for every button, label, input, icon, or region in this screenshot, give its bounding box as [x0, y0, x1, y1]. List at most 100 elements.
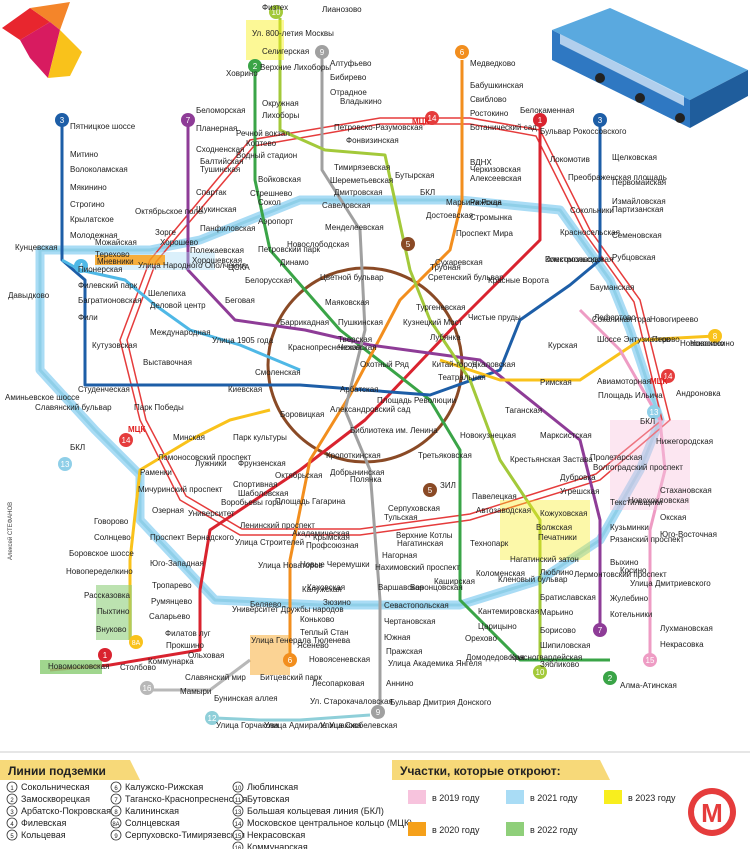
- station-label: Лухмановская: [660, 624, 713, 633]
- station-label: Площадь Революции: [377, 396, 456, 405]
- station-label: Крестьянская Застава: [510, 455, 593, 464]
- line-badge-4: [74, 259, 88, 273]
- station-label: Румянцево: [151, 597, 193, 606]
- line-badge-14-west-text: 14: [122, 436, 131, 445]
- station-label: Шипиловская: [540, 641, 590, 650]
- station-label: Трубная: [430, 263, 461, 272]
- station-label: Бульвар Дмитрия Донского: [390, 698, 492, 707]
- station-label: Верхние Котлы: [396, 531, 453, 540]
- station-label: Новомосковская: [48, 662, 109, 671]
- station-label: Балтийская: [200, 157, 243, 166]
- station-label: Дубровка: [560, 473, 596, 482]
- line-badge-1-south-text: 1: [103, 651, 108, 660]
- line-badge-8: [708, 329, 722, 343]
- station-label: Сходненская: [196, 145, 244, 154]
- station-label: Добрынинская: [330, 468, 385, 477]
- station-label: Комсомольская: [545, 255, 603, 264]
- legend-line-number: 15: [235, 834, 242, 840]
- legend-line-name: Некрасовская: [247, 830, 305, 840]
- station-label: Верхние Лихоборы: [260, 63, 331, 72]
- station-label: Кожуховская: [540, 509, 587, 518]
- legend-line-number-circle: [110, 805, 122, 817]
- station-label: Каширская: [434, 577, 475, 586]
- station-label: Боровицкая: [280, 410, 324, 419]
- station-label: Нагорная: [382, 551, 417, 560]
- legend-line-name: Люблинская: [247, 782, 298, 792]
- station-label: Окружная: [262, 99, 299, 108]
- station-label: Беломорская: [196, 106, 246, 115]
- legend-line-number: 13: [235, 810, 242, 816]
- line-badge-9-south-text: 9: [376, 708, 381, 717]
- station-label: ВДНХ: [470, 158, 492, 167]
- legend-line-number-circle: [232, 793, 244, 805]
- station-label: Библиотека им. Ленина: [350, 426, 438, 435]
- station-label: Терехово: [95, 250, 130, 259]
- station-label: Филевский парк: [78, 281, 138, 290]
- station-label: Первомайская: [612, 178, 666, 187]
- line-badge-4-text: 4: [79, 262, 84, 271]
- station-label: Внуково: [96, 625, 127, 634]
- station-label: Красносельская: [560, 228, 620, 237]
- station-label: Белорусская: [245, 276, 292, 285]
- legend-line-number: 8A: [112, 822, 119, 828]
- line-badge-14-north: [425, 111, 439, 125]
- station-label: Андроновка: [676, 389, 721, 398]
- station-label: Бутырская: [395, 171, 434, 180]
- station-label: Текстильщики: [610, 498, 662, 507]
- station-label: Рижская: [470, 198, 502, 207]
- legend-line-number-circle: [232, 841, 244, 849]
- station-label: Хорошевская: [192, 256, 242, 265]
- station-label: Пролетарская: [590, 453, 642, 462]
- legend-year-swatch: [408, 822, 426, 836]
- station-label: Каховская: [307, 583, 345, 592]
- line-badge-1-north-text: 1: [538, 116, 543, 125]
- line-badge-6-text: 6: [460, 48, 465, 57]
- station-label: Люблино: [540, 568, 574, 577]
- station-label: Давыдково: [8, 291, 50, 300]
- line-badge-13-east-text: 13: [650, 408, 659, 417]
- station-label: Парк культуры: [233, 433, 287, 442]
- station-label: Серпуховская: [388, 504, 440, 513]
- mck-label-east: МЦК: [650, 377, 668, 386]
- station-label: Нагатинская: [397, 539, 443, 548]
- legend-line-number-circle: [110, 817, 122, 829]
- line-badge-15-text: 15: [646, 656, 655, 665]
- station-label: Тверская: [338, 335, 372, 344]
- station-label: Сретенский бульвар: [428, 273, 504, 282]
- station-label: Нагатинский затон: [510, 555, 579, 564]
- station-label: Октябрьская: [275, 471, 322, 480]
- line-badge-14-east-text: 14: [664, 372, 673, 381]
- station-label: Стрешнево: [250, 189, 293, 198]
- station-label: Александровский сад: [330, 405, 411, 414]
- station-label: Улица Новаторов: [258, 561, 323, 570]
- station-label: Спортивная: [233, 480, 277, 489]
- legend-line-name: Солнцевская: [125, 818, 180, 828]
- station-label: Университет: [188, 509, 235, 518]
- station-label: Марксистская: [540, 431, 592, 440]
- station-label: Мневники: [97, 257, 134, 266]
- line-badge-5-top-text: 5: [406, 240, 411, 249]
- line-7-taganskaya: [186, 120, 602, 630]
- station-label: Сокол: [258, 198, 281, 207]
- legend-year-label: в 2019 году: [432, 793, 480, 803]
- station-label: Марьино: [540, 608, 574, 617]
- line-badge-7-north-text: 7: [186, 116, 191, 125]
- station-label: Раменки: [140, 468, 172, 477]
- station-label: Планерная: [196, 124, 237, 133]
- legend-year-label: в 2023 году: [628, 793, 676, 803]
- station-label: Селигерская: [262, 47, 309, 56]
- station-label: Борисово: [540, 626, 576, 635]
- line-badge-2-south-text: 2: [608, 674, 613, 683]
- station-label: Свиблово: [470, 95, 507, 104]
- station-label: Столбово: [120, 663, 156, 672]
- line-badge-10-south-text: 10: [536, 668, 545, 677]
- legend-line-number: 7: [114, 798, 118, 804]
- station-label: Минская: [173, 433, 205, 442]
- station-label: Красные Ворота: [488, 276, 549, 285]
- station-label: Варшавская: [378, 583, 424, 592]
- line-16-kommunarskaya: [150, 658, 251, 692]
- station-label: Бабушкинская: [470, 81, 523, 90]
- station-label: Новые Черемушки: [300, 560, 370, 569]
